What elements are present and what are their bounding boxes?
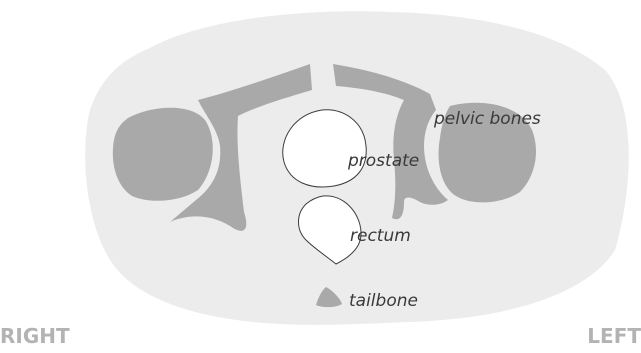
tailbone-label: tailbone	[349, 291, 418, 311]
rectum-label: rectum	[350, 226, 411, 246]
orientation-right-label: RIGHT	[0, 324, 70, 348]
pelvic-bone-right-head	[113, 108, 213, 201]
prostate-label: prostate	[347, 151, 419, 171]
orientation-left-label: LEFT	[587, 324, 641, 348]
pelvic-bones-label: pelvic bones	[433, 109, 541, 129]
